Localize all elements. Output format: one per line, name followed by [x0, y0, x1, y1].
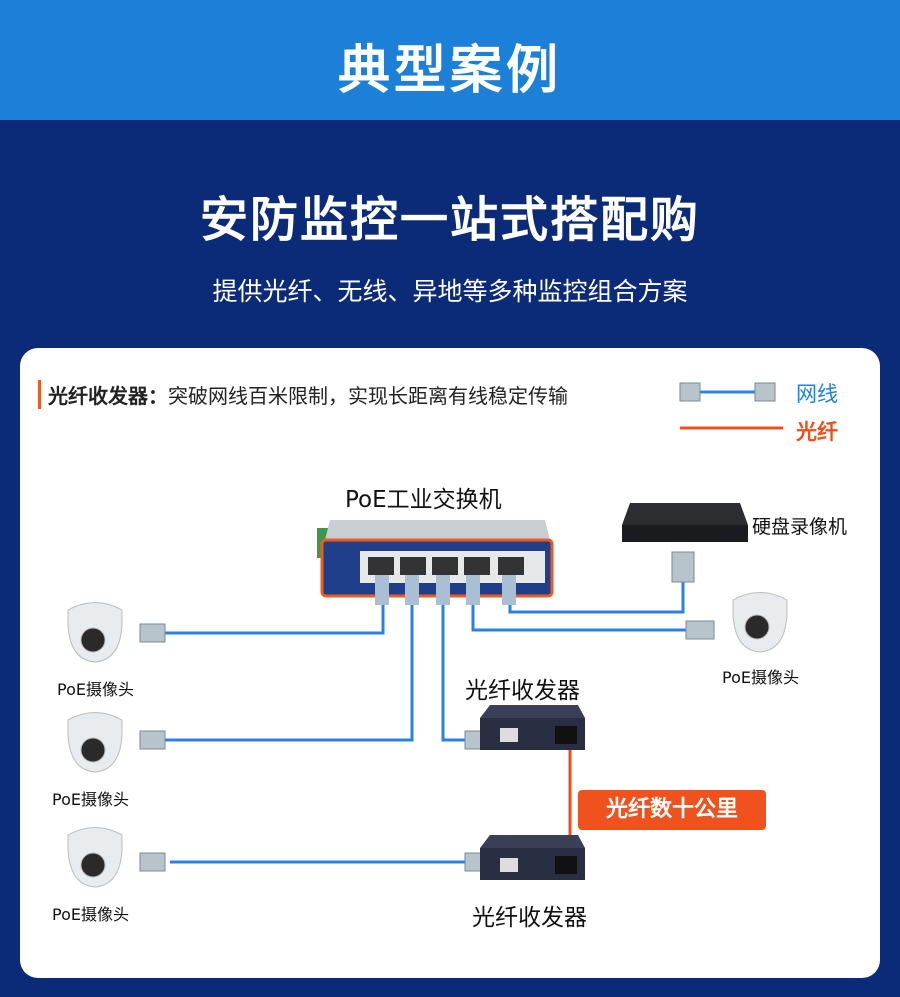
rj45-connector-icon: [139, 623, 166, 643]
transceiver-icon: [480, 705, 585, 880]
page-title: 典型案例: [337, 41, 562, 101]
rj45-connector-icon: [679, 382, 701, 402]
camera-icon: [67, 592, 788, 888]
rj45-connector-icon: [139, 730, 166, 750]
fiber-distance-badge: 光纤数十公里: [578, 790, 766, 830]
cable-camera-1: [165, 600, 385, 635]
cable-camera-2: [165, 600, 414, 742]
rj45-connector-icon: [671, 551, 695, 583]
rj45-connector-icon: [685, 620, 715, 640]
hero-subtitle: 提供光纤、无线、异地等多种监控组合方案: [212, 277, 688, 306]
diagram-card: [20, 348, 880, 978]
camera-label: PoE摄像头: [52, 790, 129, 809]
legend-cable-label: 网线: [796, 382, 838, 406]
rj45-connector-icon: [139, 852, 166, 872]
heading-bold: 光纤收发器：: [48, 384, 168, 408]
camera-label: PoE摄像头: [52, 905, 129, 924]
nvr-label: 硬盘录像机: [752, 516, 848, 538]
card-heading: 光纤收发器：突破网线百米限制，实现长距离有线稳定传输: [38, 380, 568, 409]
transceiver-label: 光纤收发器: [465, 678, 580, 704]
camera-label: PoE摄像头: [722, 668, 799, 687]
header-band: [0, 0, 900, 120]
legend-fiber-label: 光纤: [796, 420, 838, 444]
camera-label: PoE摄像头: [57, 680, 134, 699]
rj45-connector-icon: [754, 382, 776, 402]
hero-title: 安防监控一站式搭配购: [199, 192, 700, 248]
heading-text: 突破网线百米限制，实现长距离有线稳定传输: [168, 384, 568, 408]
cable-nvr: [508, 582, 685, 614]
poe-switch-icon: [317, 520, 554, 605]
switch-label: PoE工业交换机: [345, 487, 502, 513]
cable-transceiver-1: [441, 600, 470, 742]
cable-camera-right: [471, 600, 690, 632]
transceiver-label: 光纤收发器: [472, 905, 587, 931]
nvr-icon: [622, 503, 748, 542]
